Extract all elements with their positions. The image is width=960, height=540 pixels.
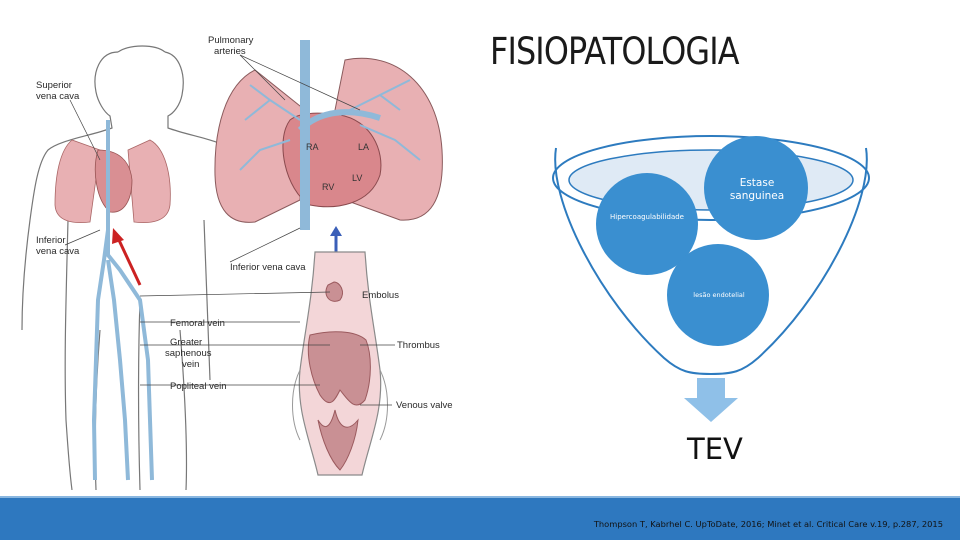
slide-title: FISIOPATOLOGIA [490, 30, 740, 73]
footer-divider [0, 496, 960, 498]
citation: Thompson T, Kabrhel C. UpToDate, 2016; M… [593, 519, 943, 529]
heart-lungs [214, 40, 443, 230]
circle-estase [704, 136, 808, 240]
label-embolus: Embolus [362, 290, 399, 301]
label-hipercoagulabilidade: Hipercoagulabilidade [610, 213, 684, 221]
label-estase-sanguinea: Estase sanguinea [729, 177, 785, 202]
label-superior-vena-cava: Superior vena cava [36, 80, 80, 102]
funnel-body [554, 147, 868, 376]
down-arrow [684, 378, 738, 422]
label-pulmonary-arteries: Pulmonary arteries [208, 35, 256, 57]
body-lungs [54, 139, 171, 223]
footer-bar [0, 498, 960, 540]
label-venous-valve: Venous valve [396, 400, 453, 411]
circle-lesao-endotelial [667, 244, 769, 346]
flow-arrow-blue [330, 226, 342, 255]
anatomy-illustration: RA LA RV LV [21, 35, 453, 490]
label-lesao-endotelial: lesão endotelial [693, 291, 745, 299]
label-inferior-vena-cava-right: Inferior vena cava [230, 262, 306, 273]
circle-hipercoagulabilidade [596, 173, 698, 275]
label-greater-saphenous-vein: Greater saphenous vein [165, 337, 214, 370]
label-inferior-vena-cava-left: Inferior vena cava [36, 235, 80, 257]
flow-arrow-red [112, 228, 142, 286]
leader-lines [64, 54, 395, 406]
label-lv: LV [352, 173, 362, 183]
label-ra: RA [306, 142, 319, 152]
body-veins [91, 120, 154, 481]
label-popliteal-vein: Popliteal vein [170, 381, 227, 392]
label-femoral-vein: Femoral vein [170, 318, 225, 329]
label-rv: RV [322, 182, 334, 192]
vein-cross-section [292, 251, 388, 476]
label-la: LA [358, 142, 369, 152]
result-tev: TEV [687, 432, 743, 466]
label-thrombus: Thrombus [397, 340, 440, 351]
funnel-diagram [552, 135, 870, 422]
funnel-rim-outer [552, 135, 870, 221]
body-figure [21, 45, 247, 490]
